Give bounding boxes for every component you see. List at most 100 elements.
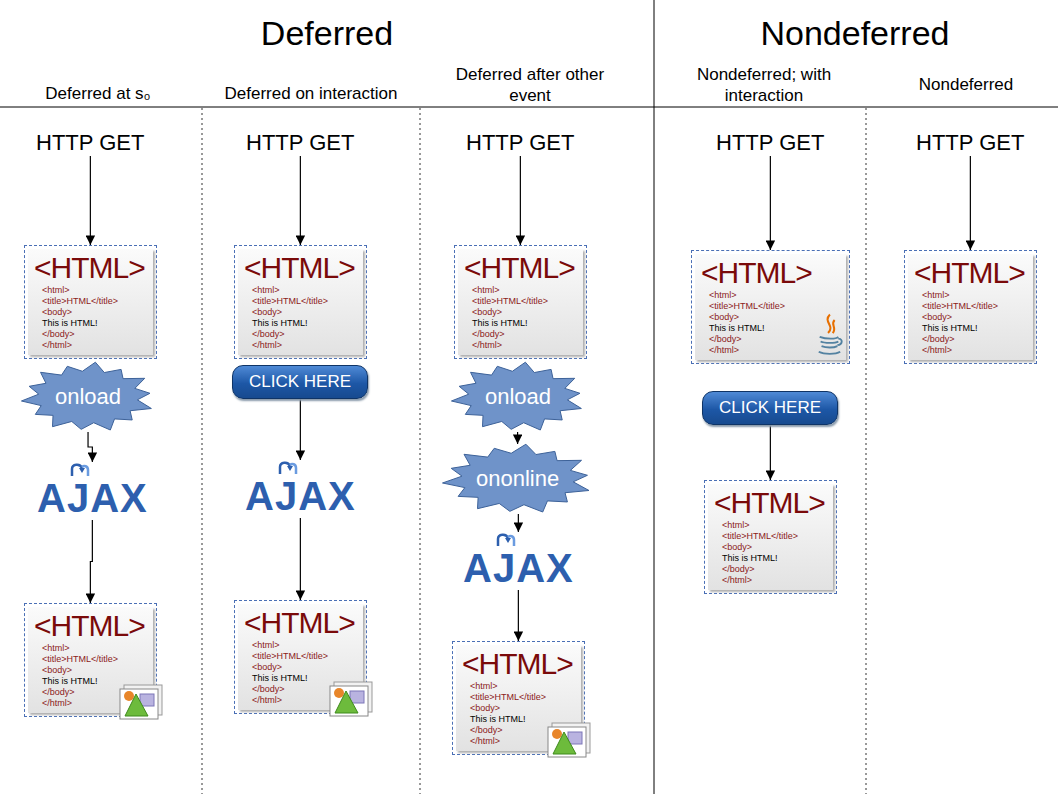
- document-heading: <HTML>: [244, 606, 355, 640]
- document-page: <HTML><html><title>HTML</title><body>Thi…: [458, 249, 583, 355]
- code-line: </html>: [464, 340, 575, 351]
- photo-cone: [553, 732, 576, 754]
- code-line: <body>: [244, 307, 355, 318]
- code-line: <html>: [714, 520, 825, 531]
- loop-arrowhead: [79, 468, 85, 473]
- code-line: <html>: [244, 640, 355, 651]
- document-page: <HTML><html><title>HTML</title><body>Thi…: [456, 645, 581, 751]
- ajax-loop-arrows: [274, 460, 304, 474]
- column-heading: Nondeferred; with interaction: [680, 65, 848, 106]
- code-line: This is HTML!: [464, 318, 575, 329]
- request-label: HTTP GET: [714, 130, 826, 156]
- code-line: This is HTML!: [914, 323, 1025, 334]
- document-page: <HTML><html><title>HTML</title><body>Thi…: [28, 607, 153, 713]
- code-line: </body>: [34, 687, 145, 698]
- button-text: CLICK HERE: [249, 372, 351, 392]
- flow-arrow: [300, 518, 301, 600]
- html-document: <HTML><html><title>HTML</title><body>Thi…: [691, 250, 850, 364]
- html-document: <HTML><html><title>HTML</title><body>Thi…: [234, 245, 367, 359]
- ajax-logo: AJAX: [463, 532, 574, 590]
- starburst-fill: [451, 362, 581, 430]
- document-heading: <HTML>: [34, 609, 145, 643]
- flow-arrow: [90, 156, 91, 245]
- image-icon: [546, 721, 592, 759]
- document-heading: <HTML>: [462, 647, 573, 681]
- group-heading: Deferred: [197, 13, 457, 54]
- code-line: <html>: [34, 285, 145, 296]
- code-line: <body>: [914, 312, 1025, 323]
- html-document: <HTML><html><title>HTML</title><body>Thi…: [904, 250, 1037, 364]
- code-line: <body>: [34, 307, 145, 318]
- photo-cone: [125, 694, 148, 716]
- image-icon: [328, 680, 374, 718]
- code-line: <body>: [462, 703, 573, 714]
- code-line: <body>: [34, 665, 145, 676]
- code-line: </body>: [714, 564, 825, 575]
- event-name: onload: [485, 384, 551, 410]
- ajax-text: AJAX: [245, 474, 356, 518]
- photo-cone: [335, 691, 358, 713]
- html-document: <HTML><html><title>HTML</title><body>Thi…: [24, 245, 157, 359]
- ajax-logo: AJAX: [37, 462, 148, 520]
- code-line: <title>HTML</title>: [464, 296, 575, 307]
- code-line: </html>: [244, 695, 355, 706]
- code-line: </body>: [914, 334, 1025, 345]
- code-line: </html>: [462, 736, 573, 747]
- code-line: </html>: [34, 698, 145, 709]
- code-line: <body>: [244, 662, 355, 673]
- code-line: <title>HTML</title>: [714, 531, 825, 542]
- java-cup: [818, 337, 841, 354]
- button-text: CLICK HERE: [719, 398, 821, 418]
- request-text: HTTP GET: [716, 130, 824, 156]
- image-icon: [118, 683, 164, 721]
- code-line: </body>: [701, 334, 812, 345]
- html-document: <HTML><html><title>HTML</title><body>Thi…: [454, 245, 587, 359]
- request-label: HTTP GET: [34, 130, 146, 156]
- flow-arrow: [300, 156, 301, 245]
- document-page: <HTML><html><title>HTML</title><body>Thi…: [28, 249, 153, 355]
- code-line: </html>: [244, 340, 355, 351]
- document-page: <HTML><html><title>HTML</title><body>Thi…: [238, 249, 363, 355]
- code-line: This is HTML!: [714, 553, 825, 564]
- code-line: This is HTML!: [34, 318, 145, 329]
- code-line: </body>: [34, 329, 145, 340]
- code-line: </body>: [464, 329, 575, 340]
- code-line: <title>HTML</title>: [701, 301, 812, 312]
- flow-arrow: [88, 432, 92, 462]
- ajax-text: AJAX: [37, 476, 148, 520]
- column-divider: [202, 108, 203, 794]
- code-line: </body>: [462, 725, 573, 736]
- code-line: <title>HTML</title>: [244, 296, 355, 307]
- column-heading: Deferred after other event: [455, 65, 605, 106]
- photo-front: [330, 686, 368, 716]
- code-line: <title>HTML</title>: [34, 296, 145, 307]
- document-heading: <HTML>: [701, 256, 812, 290]
- html-document: <HTML><html><title>HTML</title><body>Thi…: [704, 480, 837, 594]
- request-text: HTTP GET: [916, 130, 1024, 156]
- event-starburst: ononline: [442, 444, 593, 514]
- flow-arrow: [770, 425, 771, 480]
- column-heading: Nondeferred: [886, 75, 1046, 95]
- request-label: HTTP GET: [464, 130, 576, 156]
- code-line: <title>HTML</title>: [244, 651, 355, 662]
- loop-arrowhead: [505, 538, 511, 543]
- request-label: HTTP GET: [914, 130, 1026, 156]
- request-text: HTTP GET: [246, 130, 354, 156]
- click-button: CLICK HERE: [232, 365, 368, 399]
- photo-ball: [552, 729, 562, 739]
- document-heading: <HTML>: [714, 486, 825, 520]
- document-heading: <HTML>: [464, 251, 575, 285]
- document-page: <HTML><html><title>HTML</title><body>Thi…: [238, 604, 363, 710]
- flow-arrow: [300, 399, 301, 460]
- flow-arrow: [90, 520, 92, 603]
- photo-ball: [124, 691, 134, 701]
- code-line: <body>: [701, 312, 812, 323]
- code-line: This is HTML!: [244, 318, 355, 329]
- click-button: CLICK HERE: [702, 391, 838, 425]
- code-line: <title>HTML</title>: [462, 692, 573, 703]
- code-line: <html>: [464, 285, 575, 296]
- document-page: <HTML><html><title>HTML</title><body>Thi…: [695, 254, 846, 360]
- code-line: This is HTML!: [462, 714, 573, 725]
- loop-arrow: [508, 536, 514, 546]
- ajax-loop-arrows: [492, 532, 522, 546]
